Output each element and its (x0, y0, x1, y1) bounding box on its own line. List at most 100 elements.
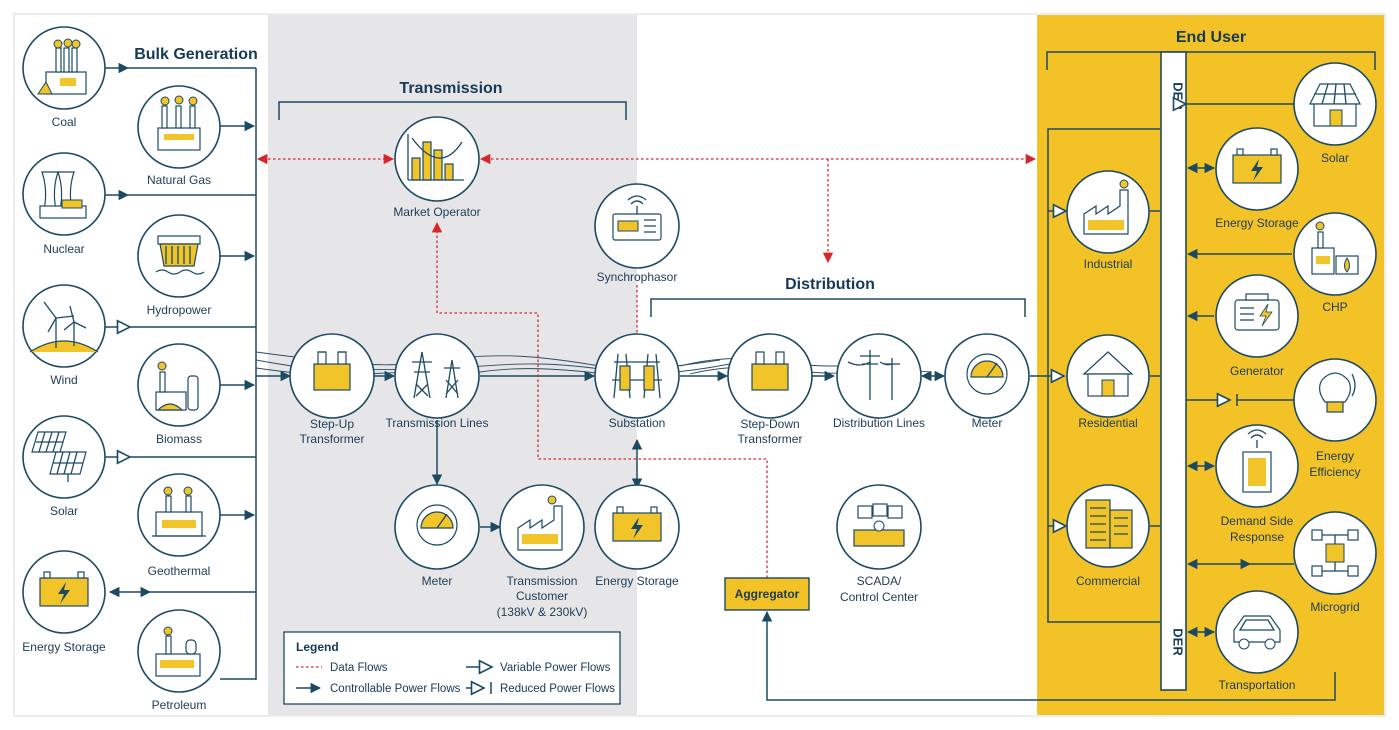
distribution-title: Distribution (785, 276, 875, 293)
end-user-title: End User (1176, 29, 1246, 46)
node-scada[interactable]: SCADA/ Control Center (836, 484, 922, 604)
energy-storage-bulk-label: Energy Storage (22, 640, 106, 654)
enduser-storage-label: Energy Storage (1215, 216, 1299, 230)
node-distribution-storage[interactable]: Energy Storage (594, 484, 680, 588)
node-wind[interactable]: Wind (22, 284, 106, 387)
node-enduser-storage[interactable]: Energy Storage (1215, 127, 1299, 230)
generator-label: Generator (1230, 364, 1284, 378)
solar-house-icon (1309, 83, 1361, 127)
node-transmission-meter[interactable]: Meter (394, 484, 480, 588)
customer-label-3: (138kV & 230kV) (497, 605, 588, 619)
distribution-lines-label: Distribution Lines (833, 416, 925, 430)
der-label-top: DER (1171, 82, 1186, 110)
dam-icon (155, 235, 205, 275)
biomass-label: Biomass (156, 432, 202, 446)
scada-label-2: Control Center (840, 590, 918, 604)
transmission-lines-label: Transmission Lines (386, 416, 489, 430)
scada-label-1: SCADA/ (857, 574, 902, 588)
meter-gauge-icon (416, 504, 458, 546)
nuclear-plant-icon (39, 171, 87, 219)
battery-icon (1232, 148, 1282, 184)
enduser-solar-label: Solar (1321, 151, 1349, 165)
distribution-meter-label: Meter (972, 416, 1003, 430)
node-chp[interactable]: CHP (1293, 212, 1377, 314)
node-distribution-meter[interactable]: Meter (944, 333, 1030, 430)
industrial-label: Industrial (1084, 257, 1133, 271)
bulk-generation-title: Bulk Generation (134, 46, 258, 63)
step-down-label-2: Transformer (738, 432, 803, 446)
node-solar[interactable]: Solar (22, 415, 106, 518)
solar-label: Solar (50, 504, 78, 518)
legend-variable: Variable Power Flows (500, 662, 611, 674)
electric-car-icon (1233, 615, 1281, 650)
substation-label: Substation (609, 416, 666, 430)
coal-plant-icon (37, 38, 87, 95)
enduser-to-aggregator (761, 610, 1336, 701)
market-operator-label: Market Operator (393, 205, 480, 219)
node-transmission-customer[interactable]: Transmission Customer (138kV & 230kV) (497, 484, 588, 619)
transmission-title: Transmission (399, 80, 502, 97)
petroleum-label: Petroleum (152, 698, 207, 712)
node-generator[interactable]: Generator (1215, 274, 1299, 378)
biomass-plant-icon (155, 361, 199, 411)
legend-title: Legend (296, 640, 339, 654)
geothermal-plant-icon (152, 486, 206, 537)
residential-label: Residential (1078, 416, 1137, 430)
node-petroleum[interactable]: Petroleum (137, 609, 221, 712)
control-center-icon (853, 503, 905, 547)
node-energy-storage-bulk[interactable]: Energy Storage (22, 550, 106, 654)
efficiency-label-1: Energy (1316, 449, 1354, 463)
transmission-bracket (278, 101, 627, 120)
demand-label-2: Response (1230, 530, 1284, 544)
commercial-label: Commercial (1076, 574, 1140, 588)
legend-reduced: Reduced Power Flows (500, 683, 615, 695)
node-energy-efficiency[interactable]: Energy Efficiency (1293, 358, 1377, 479)
node-microgrid[interactable]: Microgrid (1293, 511, 1377, 614)
legend-controllable: Controllable Power Flows (330, 683, 461, 695)
node-hydropower[interactable]: Hydropower (137, 214, 221, 317)
customer-label-2: Customer (516, 589, 568, 603)
node-residential[interactable]: Residential (1066, 334, 1150, 430)
transmission-meter-label: Meter (422, 574, 453, 588)
step-down-label-1: Step-Down (740, 417, 799, 431)
node-step-up-transformer[interactable]: Step-Up Transformer (289, 333, 375, 446)
meter-gauge-icon (966, 353, 1008, 395)
geothermal-label: Geothermal (148, 564, 211, 578)
node-synchrophasor[interactable]: Synchrophasor (594, 183, 680, 284)
microgrid-network-icon (1311, 529, 1359, 577)
natural-gas-plant-icon (157, 95, 201, 151)
chp-plant-icon (1311, 221, 1359, 275)
node-biomass[interactable]: Biomass (137, 343, 221, 446)
market-chart-icon (407, 134, 464, 181)
node-coal[interactable]: Coal (22, 26, 106, 129)
microgrid-label: Microgrid (1310, 600, 1359, 614)
house-icon (1082, 351, 1134, 397)
node-transmission-lines[interactable]: Transmission Lines (386, 333, 489, 430)
distribution-bracket (650, 298, 1026, 317)
node-substation[interactable]: Substation (594, 333, 680, 430)
node-demand-response[interactable]: Demand Side Response (1215, 424, 1299, 544)
natural-gas-label: Natural Gas (147, 173, 211, 187)
solar-panel-icon (31, 431, 87, 482)
factory-icon (1083, 179, 1129, 235)
node-market-operator[interactable]: Market Operator (393, 116, 481, 219)
petroleum-plant-icon (155, 626, 201, 677)
node-industrial[interactable]: Industrial (1066, 170, 1150, 271)
coal-label: Coal (52, 115, 77, 129)
nuclear-label: Nuclear (43, 242, 84, 256)
end-user-bracket (1046, 51, 1376, 70)
battery-icon (612, 506, 662, 542)
aggregator-box[interactable]: Aggregator (724, 577, 810, 611)
battery-icon (39, 571, 89, 607)
node-geothermal[interactable]: Geothermal (137, 473, 221, 578)
node-nuclear[interactable]: Nuclear (22, 152, 106, 256)
step-up-label-1: Step-Up (310, 417, 354, 431)
node-natural-gas[interactable]: Natural Gas (137, 85, 221, 187)
node-distribution-lines[interactable]: Distribution Lines (833, 333, 925, 430)
node-step-down-transformer[interactable]: Step-Down Transformer (727, 333, 813, 446)
node-commercial[interactable]: Commercial (1066, 484, 1150, 588)
node-transportation[interactable]: Transportation (1215, 590, 1299, 692)
node-enduser-solar[interactable]: Solar (1293, 62, 1377, 165)
